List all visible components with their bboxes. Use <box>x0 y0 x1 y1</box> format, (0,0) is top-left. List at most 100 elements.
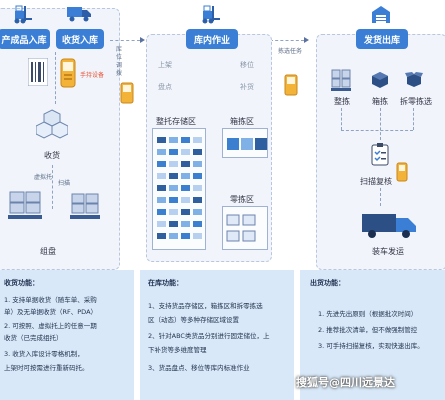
storage-notes: 在库功能： 1、支持货品存储区，箱拣区和拆零拣选 区（动态）等多种存储区域设置 … <box>140 270 294 400</box>
forklift-icon <box>202 5 220 24</box>
note-line: 1. 支持单据收货（随车单、采购 <box>4 296 97 304</box>
loading-truck-icon <box>362 214 416 238</box>
grid-cell <box>181 197 190 203</box>
truck-icon <box>67 7 91 22</box>
grid-cell <box>181 233 190 239</box>
grid-cell <box>193 185 202 191</box>
note-line: 3、货品盘点、移位等库内标准作业 <box>148 364 250 372</box>
grid-cell <box>169 137 178 143</box>
box-slot <box>255 138 267 150</box>
grid-cell <box>169 209 178 215</box>
scanner-icon <box>284 74 298 96</box>
grid-cell <box>193 221 202 227</box>
note-line: 收货（已完成组托） <box>4 334 63 342</box>
box-slot <box>227 138 239 150</box>
zone-pallet-label: 整托存储区 <box>156 117 196 126</box>
grid-cell <box>169 221 178 227</box>
pick-split-label: 拆零拣选 <box>400 97 432 106</box>
scanner-icon <box>396 162 408 182</box>
transfer-label: 库位调拨 <box>116 46 123 77</box>
grid-cell <box>181 149 190 155</box>
grid-cell <box>193 209 202 215</box>
grid-cell <box>157 233 166 239</box>
step-virtual-label: 虚拟托 <box>34 174 53 181</box>
grid-cell <box>169 161 178 167</box>
connector <box>341 108 342 130</box>
clipboard-icon <box>371 143 389 166</box>
grid-cell <box>181 185 190 191</box>
shipping-notes-title: 出货功能： <box>310 279 345 287</box>
grid-cell <box>157 197 166 203</box>
note-line: 2. 推荐批次清单，但不做强制管控 <box>318 326 418 334</box>
pick-box-label: 箱拣 <box>372 97 388 106</box>
split-box-icon <box>405 72 423 87</box>
op-replenish-label: 补货 <box>240 83 254 91</box>
flow-arrow <box>270 37 309 43</box>
grid-cell <box>181 161 190 167</box>
note-line: 1. 先进先出原则（根据批次时间） <box>318 310 418 318</box>
piece-zone <box>222 206 268 250</box>
full-pallet-icon <box>331 69 351 91</box>
receive-notes: 收货功能： 1. 支持单据收货（随车单、采购 单）及无单据收货（RF、PDA） … <box>0 270 134 400</box>
grid-cell <box>181 173 190 179</box>
box-icon <box>372 72 388 88</box>
receive-inbound-button[interactable]: 收货入库 <box>56 29 104 49</box>
zone-box-label: 箱拣区 <box>230 117 254 126</box>
box-zone <box>222 128 268 158</box>
open-box-icon <box>226 214 256 242</box>
grid-cell <box>157 137 166 143</box>
step-pallet-label: 组盘 <box>40 247 56 256</box>
grid-cell <box>157 209 166 215</box>
grid-cell <box>157 161 166 167</box>
grid-cell <box>169 197 178 203</box>
produce-inbound-button[interactable]: 产成品入库 <box>0 29 50 49</box>
grid-cell <box>193 233 202 239</box>
grid-cell <box>169 185 178 191</box>
flow-arrow <box>110 37 145 43</box>
inventory-ops-button[interactable]: 库内作业 <box>186 29 238 49</box>
grid-cell <box>157 149 166 155</box>
pick-task-label: 拣选任务 <box>278 48 303 55</box>
scanner-icon <box>120 82 134 104</box>
watermark: 搜狐号@四川远景达 <box>296 376 395 389</box>
receiving-panel <box>0 8 120 270</box>
connector <box>55 52 56 104</box>
step-scan-label: 扫描 <box>58 180 71 187</box>
barcode-icon <box>28 58 48 86</box>
note-line: 3. 可手持扫描复核，实现快速出库。 <box>318 342 424 350</box>
note-line: 3. 收货入库设计零格机制， <box>4 350 84 358</box>
scan-review-label: 扫描复核 <box>360 177 392 186</box>
handheld-device-icon <box>60 58 76 88</box>
cargo-cubes-icon <box>36 109 68 139</box>
note-line: 下补货等多维度管理 <box>148 346 207 354</box>
connector <box>380 108 381 140</box>
grid-cell <box>169 173 178 179</box>
warehouse-icon <box>372 6 390 23</box>
connector <box>52 165 53 209</box>
grid-cell <box>181 209 190 215</box>
note-line: 区（动态）等多种存储区域设置 <box>148 316 239 324</box>
grid-cell <box>169 149 178 155</box>
grid-cell <box>193 149 202 155</box>
box-slot <box>241 138 253 150</box>
grid-cell <box>193 173 202 179</box>
note-line: 2、针对ABC类货品分别进行固定储位，上 <box>148 332 270 340</box>
pallet-stack-icon <box>8 191 42 219</box>
zone-piece-label: 零拣区 <box>230 195 254 204</box>
ship-outbound-button[interactable]: 发货出库 <box>356 29 408 49</box>
grid-cell <box>157 173 166 179</box>
grid-cell <box>193 161 202 167</box>
handheld-device-label: 手持设备 <box>80 72 105 79</box>
storage-notes-title: 在库功能： <box>148 279 183 287</box>
receive-notes-title: 收货功能： <box>4 279 39 287</box>
pallet-zone-grid <box>152 128 206 250</box>
op-count-label: 盘点 <box>158 83 172 91</box>
note-line: 上架时可按需进行重新码托。 <box>4 364 89 372</box>
op-shelve-label: 上架 <box>158 61 172 69</box>
grid-cell <box>169 233 178 239</box>
shipping-notes: 出货功能： 1. 先进先出原则（根据批次时间） 2. 推荐批次清单，但不做强制管… <box>300 270 445 400</box>
op-move-label: 移位 <box>240 61 254 69</box>
connector <box>341 130 413 131</box>
grid-cell <box>193 197 202 203</box>
grid-cell <box>193 137 202 143</box>
